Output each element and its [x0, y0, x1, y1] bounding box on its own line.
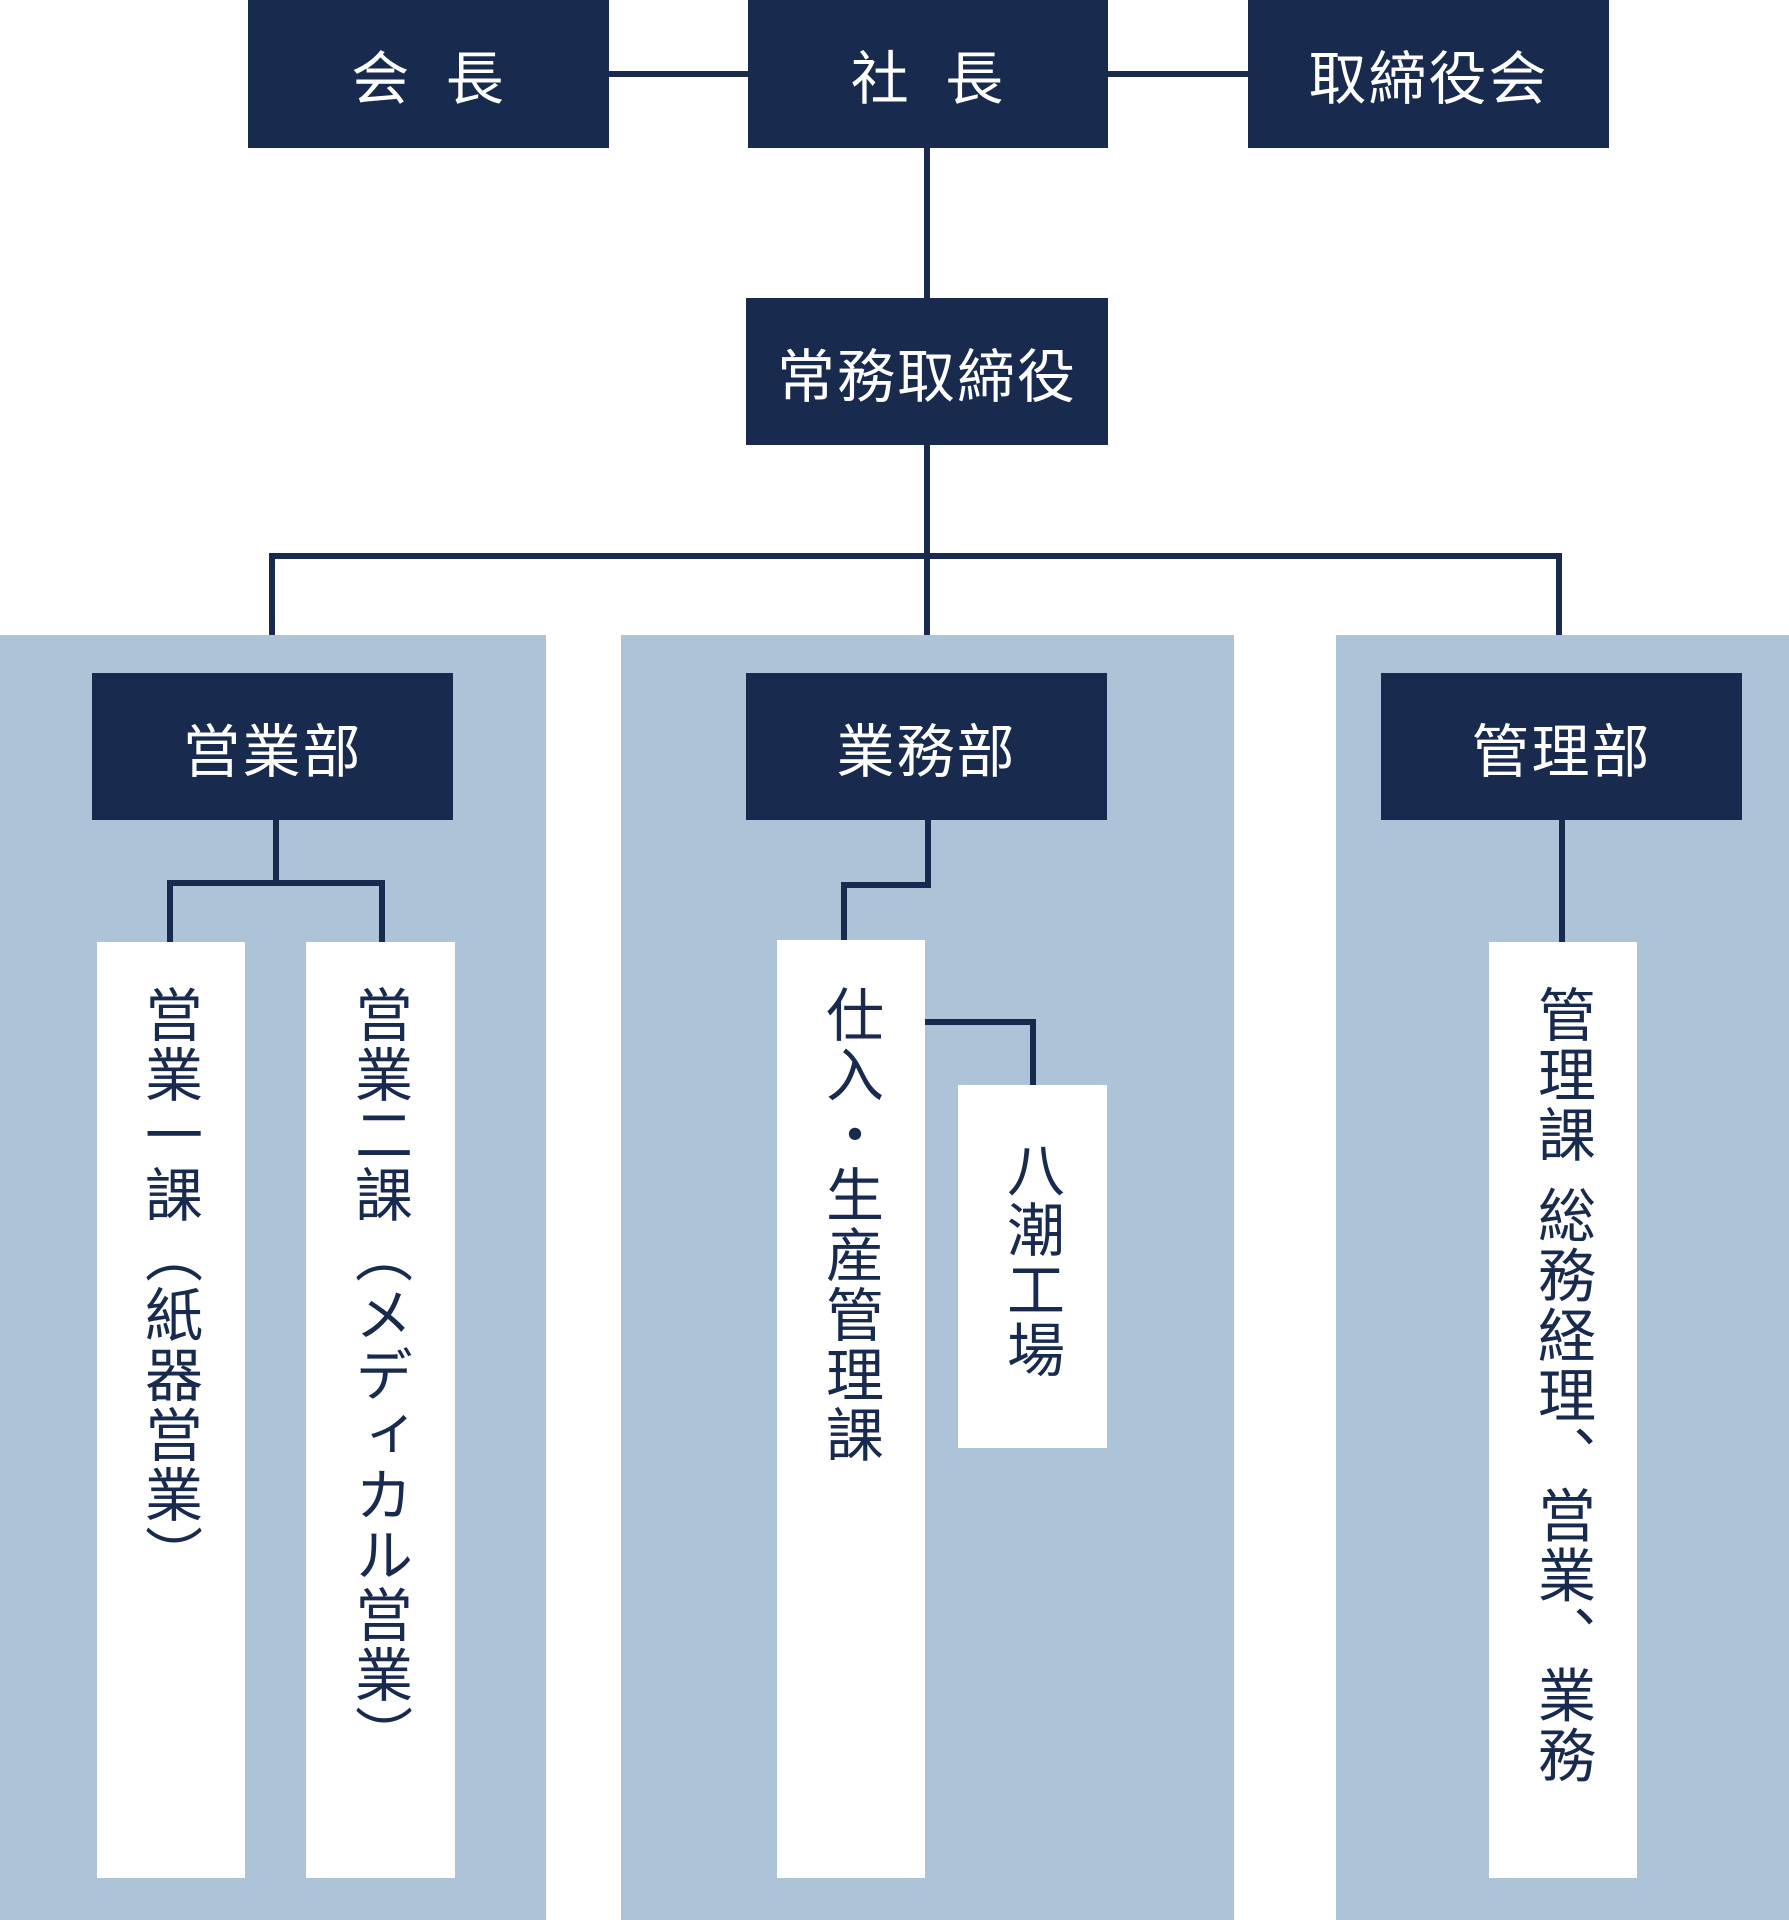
president-label: 社 長	[850, 45, 1006, 113]
sales-section-1-label: 営業一課（紙器営業）	[135, 985, 203, 1585]
management-section-label: 管理課 総務経理、営業、業務	[1528, 985, 1596, 1786]
president-box: 社 長	[748, 0, 1108, 148]
sales-section-1-card	[97, 942, 245, 1878]
yashio-factory-card	[958, 1085, 1107, 1448]
operations-department-box: 業務部	[746, 673, 1107, 820]
departments-branch-connector	[269, 553, 1562, 635]
operations-section-connector	[841, 820, 931, 940]
procurement-production-section-card	[777, 940, 925, 1878]
chairman-box: 会 長	[248, 0, 609, 148]
board-of-directors-box: 取締役会	[1248, 0, 1609, 148]
management-department-label: 管理部	[1471, 717, 1652, 786]
sales-department-box: 営業部	[92, 673, 453, 820]
management-department-box: 管理部	[1381, 673, 1742, 820]
managing-director-label: 常務取締役	[776, 342, 1077, 411]
sales-department-label: 営業部	[182, 717, 363, 786]
yashio-factory-label: 八潮工場	[997, 1140, 1065, 1380]
chairman-label: 会 長	[351, 45, 506, 113]
sales-section-2-card	[306, 942, 455, 1878]
sales-sections-connector	[167, 880, 385, 942]
sales-section-2-label: 営業二課（メディカル営業）	[345, 985, 413, 1765]
board-of-directors-label: 取締役会	[1308, 45, 1549, 113]
managing-director-box: 常務取締役	[746, 298, 1108, 445]
management-section-card	[1489, 942, 1637, 1878]
factory-connector	[924, 1019, 1036, 1085]
operations-department-label: 業務部	[836, 717, 1017, 786]
procurement-production-section-label: 仕入・生産管理課	[816, 985, 884, 1465]
